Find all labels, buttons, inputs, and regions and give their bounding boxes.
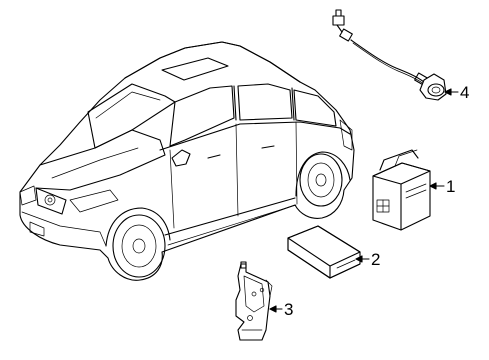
callout-number: 3 xyxy=(284,300,293,319)
callout-3: 3 xyxy=(269,300,293,319)
control-module-part xyxy=(372,149,431,231)
antenna-lead-part xyxy=(332,9,447,101)
callout-number: 4 xyxy=(460,83,469,102)
callout-1: 1 xyxy=(429,177,455,196)
callout-number: 2 xyxy=(371,250,380,269)
callout-number: 1 xyxy=(446,177,455,196)
receiver-unit-part xyxy=(287,225,361,279)
vehicle-illustration xyxy=(19,41,355,281)
callout-4: 4 xyxy=(444,83,469,102)
callout-2: 2 xyxy=(355,250,380,269)
mounting-bracket-part xyxy=(235,261,273,341)
